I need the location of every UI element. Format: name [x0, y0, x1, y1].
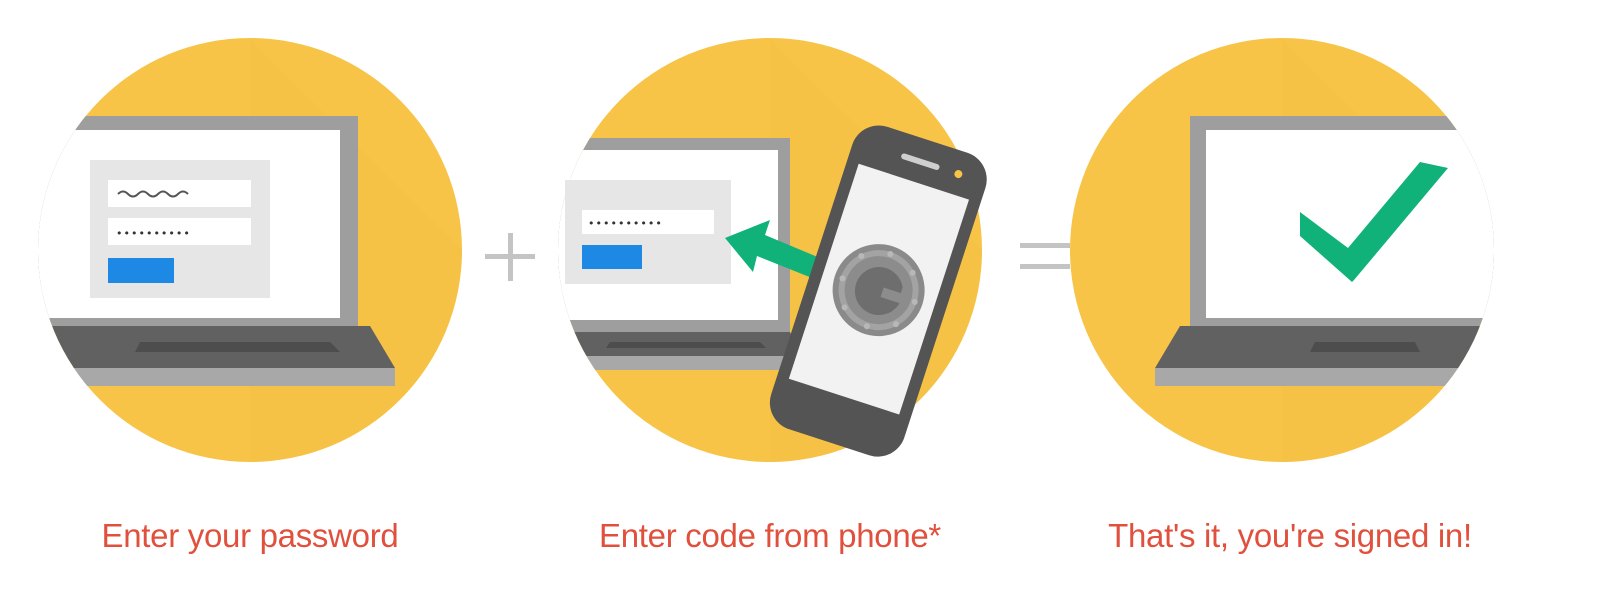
arrow-icon	[725, 220, 820, 278]
login-form: ••••••••••	[90, 160, 270, 298]
laptop-icon	[1155, 116, 1494, 386]
code-form: ••••••••••	[565, 180, 731, 284]
step3-caption: That's it, you're signed in!	[1108, 517, 1472, 554]
password-mask: ••••••••••	[116, 227, 191, 240]
password-field	[108, 218, 251, 245]
equals-operator	[1020, 243, 1070, 269]
phone-icon	[769, 125, 987, 457]
step1-illustration: ••••••••••	[38, 38, 462, 462]
code-field	[582, 210, 714, 234]
submit-button	[582, 245, 642, 269]
code-mask: ••••••••••	[588, 217, 663, 230]
submit-button	[108, 258, 174, 283]
authenticator-logo-icon	[832, 244, 925, 337]
step1-caption: Enter your password	[101, 517, 399, 554]
step2-caption: Enter code from phone*	[599, 517, 941, 554]
step2-illustration: ••••••••••	[558, 38, 987, 462]
checkmark-icon	[1300, 162, 1448, 282]
step3-illustration	[1070, 38, 1494, 462]
username-squiggle	[117, 190, 189, 198]
plus-operator	[485, 233, 535, 281]
